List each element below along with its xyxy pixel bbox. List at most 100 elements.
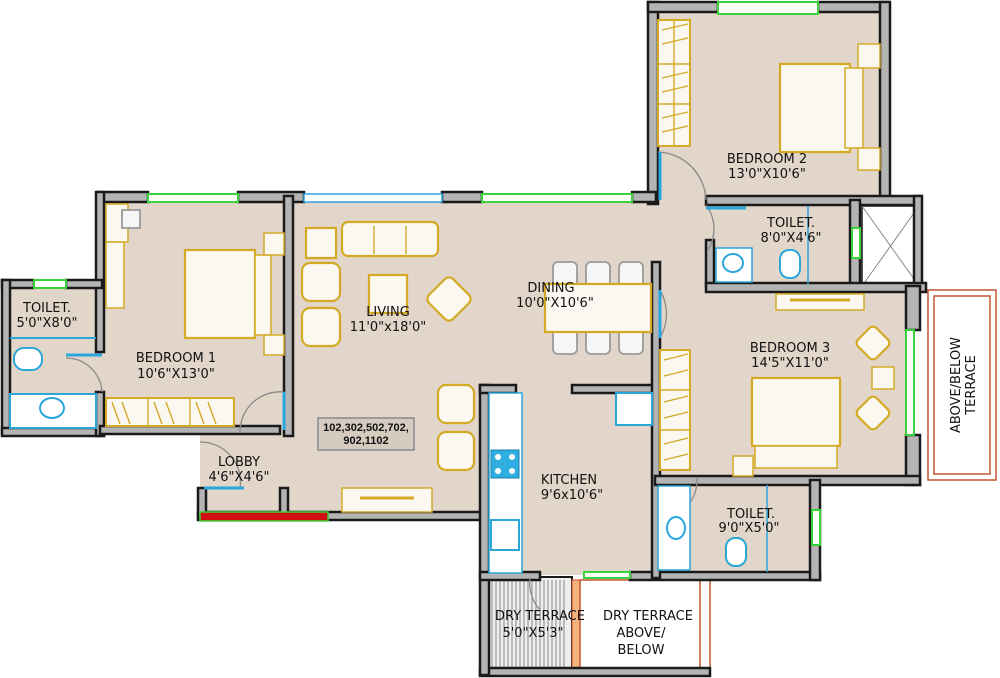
double-bed [778,62,852,154]
door-bedroom1 [239,391,285,433]
label-bedroom3-size: 14'5"X11'0" [751,356,829,371]
toilet3-fixtures [657,485,768,572]
side-table [732,455,754,477]
label-dining-size: 10'0"X10'6" [516,296,594,311]
dry-terrace [478,576,712,678]
window-bedroom2 [717,1,819,15]
door-bedroom3 [659,289,667,339]
window-bedroom3 [905,329,915,436]
label-toilet2-name: TOILET. [766,216,815,231]
label-living-name: LIVING [366,305,410,320]
label-dry-terrace-above-1: DRY TERRACE [603,609,693,624]
chair-icon [121,209,141,229]
sofa [340,220,440,258]
duct-shaft [861,205,920,287]
armchair-rotated [855,325,891,361]
washbasin-icon [722,253,744,273]
side-table [304,226,338,260]
kitchen-fixtures [488,392,653,574]
armchair-rotated [426,276,472,322]
wc-icon [13,347,43,371]
side-table [857,43,881,69]
above-below-terrace [927,289,997,481]
label-dining-name: DINING [527,281,574,296]
label-terrace-1: ABOVE/BELOW [949,337,964,433]
dining-furniture [543,261,653,355]
label-bedroom2-name: BEDROOM 2 [727,152,807,167]
label-toilet2-size: 8'0"X4'6" [760,231,821,246]
label-toilet1-name: TOILET. [22,301,71,316]
washbasin-icon [666,516,686,540]
room-labels: TOILET. 5'0"X8'0" BEDROOM 1 10'6"X13'0" … [16,152,979,658]
sliding-door-living [303,193,443,203]
side-table [871,366,895,390]
dining-table [543,282,653,334]
wc-icon [779,249,801,279]
windows [33,1,915,579]
dresser [775,293,865,311]
washbasin-icon [39,397,65,419]
label-terrace-2: TERRACE [964,355,979,416]
label-bedroom1-size: 10'6"X13'0" [137,367,215,382]
armchair [300,261,342,303]
wc-icon [725,537,747,567]
label-dry-terrace-size: 5'0"X5'3" [502,626,563,641]
window-toilet1 [33,279,67,289]
door-toilet1 [65,357,103,393]
kitchen-sink-icon [490,519,520,551]
label-kitchen-size: 9'6x10'6" [541,488,603,503]
label-toilet3-name: TOILET. [726,507,775,522]
hob-icon [490,449,520,479]
fridge [615,392,653,426]
window-kitchen [583,571,631,579]
label-bedroom2-size: 13'0"X10'6" [728,167,806,182]
label-lobby-size: 4'6"X4'6" [208,470,269,485]
unit-number-box [317,417,415,451]
label-bedroom3-name: BEDROOM 3 [750,341,830,356]
window-dining [481,193,633,203]
toilet1-fixtures [9,337,97,429]
door-dry-terrace [529,577,541,611]
doors [65,151,746,611]
toilet2-fixtures [715,206,809,284]
armchair [436,430,476,472]
label-dry-terrace-above-2: ABOVE/ [616,626,666,641]
label-unit-numbers-1: 102,302,502,702, [323,422,409,434]
label-dry-terrace-name: DRY TERRACE [495,609,585,624]
tv-unit [105,241,125,309]
floor-lobby [200,433,330,517]
dry-terrace-above-outline [579,579,711,669]
armchair [300,306,342,348]
bedroom1-furniture [105,203,285,427]
label-dry-terrace-above-3: BELOW [618,643,665,658]
double-bed [750,376,842,448]
label-lobby-name: LOBBY [218,455,260,470]
bedroom2-furniture [657,19,881,171]
window-toilet2 [851,227,861,259]
label-terrace-group: ABOVE/BELOW TERRACE [949,337,979,433]
label-toilet3-size: 9'0"X5'0" [718,521,779,536]
wardrobe [659,349,691,471]
dry-terrace-hatch [487,580,565,667]
door-bedroom2 [657,151,707,201]
label-kitchen-name: KITCHEN [541,473,597,488]
armchair [436,383,476,425]
side-table [857,147,881,171]
door-lobby [199,441,242,489]
armchair-rotated [855,395,891,431]
main-entrance-door [199,511,329,522]
label-toilet1-size: 5'0"X8'0" [16,316,77,331]
window-toilet3 [811,509,821,546]
floor-passage-toilet2 [655,195,855,295]
coffee-table [367,273,409,315]
living-furniture [300,220,476,513]
bedroom3-furniture [659,293,895,477]
window-bedroom1 [147,193,239,203]
label-living-size: 11'0"x18'0" [350,320,426,335]
console-unit [341,487,433,513]
side-table [263,334,285,356]
label-bedroom1-name: BEDROOM 1 [136,351,216,366]
label-unit-numbers-2: 902,1102 [343,435,388,447]
double-bed [183,248,257,340]
